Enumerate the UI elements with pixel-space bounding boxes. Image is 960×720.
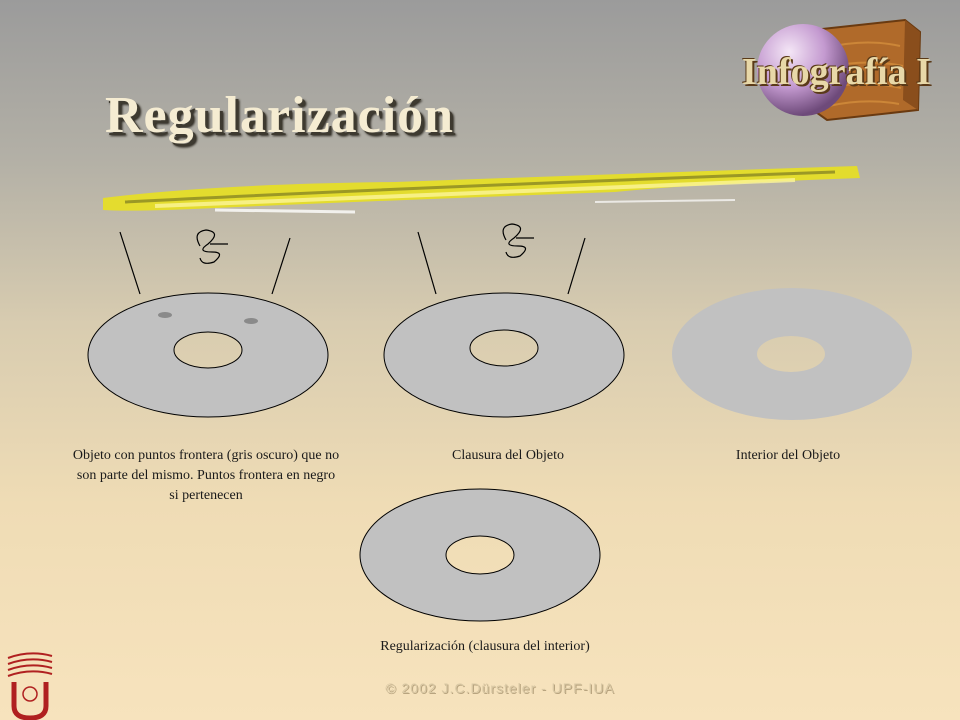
boundary-point xyxy=(244,318,258,324)
pointer-line xyxy=(271,237,291,295)
operator-glyph xyxy=(502,223,534,258)
caption-interior: Interior del Objeto xyxy=(735,448,841,463)
caption-boundary-object: Objeto con puntos frontera (gris oscuro)… xyxy=(72,448,340,503)
caption-closure: Clausura del Objeto xyxy=(452,448,564,463)
pointer-line xyxy=(567,237,586,295)
pointer-line xyxy=(119,231,141,295)
pointer-line xyxy=(417,231,437,295)
caption-regularization: Regularización (clausura del interior) xyxy=(380,639,590,654)
logo-text: Infografía I xyxy=(742,51,931,93)
highlight-brush-stroke xyxy=(103,166,860,214)
disk-regularization xyxy=(359,488,601,622)
infografia-logo xyxy=(757,18,922,122)
boundary-point xyxy=(158,312,172,318)
disk-closure xyxy=(383,292,625,418)
operator-glyph xyxy=(196,229,228,264)
copyright-notice: © 2002 J.C.Dürsteler - UPF-IUA xyxy=(385,680,615,696)
disk-interior xyxy=(672,288,912,420)
disk-with-boundary-points xyxy=(87,292,329,418)
upf-logo xyxy=(7,652,53,720)
slide-title: Regularización xyxy=(105,87,455,144)
